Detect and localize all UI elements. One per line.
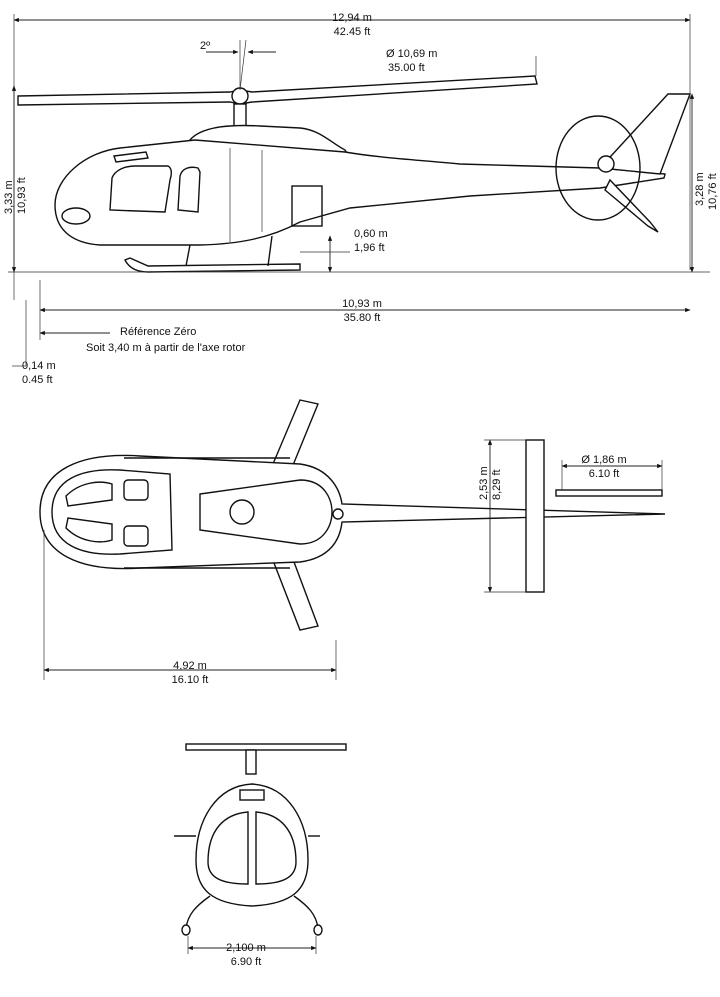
rotor-hub [231,87,249,105]
reference-zero-label: Référence Zéro [120,326,197,338]
tail-rotor-diameter-ft: 6.10 ft [588,468,620,480]
offset-ft: 0.45 ft [22,374,53,386]
tail-rotor-hub [597,155,615,173]
fuselage-plan [39,454,666,570]
skid-leg-left [185,895,211,929]
mast-front-view [245,749,257,775]
main-rotor-blade [17,75,538,106]
overall-length-m: 12,94 m [332,12,372,24]
stabilizer-span-m: 2,53 m [478,466,490,500]
height-front-m: 3,33 m [3,180,15,214]
ventral-fin [604,178,659,233]
rotor-blade-front-view [185,743,347,751]
height-tail-ft: 10,76 ft [707,173,719,210]
stabilizer-span-ft: 8,29 ft [491,469,503,500]
windshield-left [207,811,249,885]
fuselage [54,139,666,246]
offset-m: 0,14 m [22,360,56,372]
nose-to-rotor-ft: 16.10 ft [171,674,209,686]
height-tail-m: 3,28 m [694,172,706,206]
rear-door [291,185,323,227]
skid-leg-right [293,895,319,929]
chin-window [61,207,91,225]
skid-track-ft: 6.90 ft [230,956,262,968]
cabin-window-top [123,479,149,501]
rotor-hub-top [229,499,255,525]
tail-rotor-top [555,489,663,497]
skid-height-ft: 1,96 ft [354,242,385,254]
top-view [39,399,666,680]
skid-height-m: 0,60 m [354,228,388,240]
rotor-diameter-m: Ø 10,69 m [386,48,438,60]
rotor-diameter-ft: 35.00 ft [388,62,425,74]
engine-deck [199,479,333,545]
rotor-mast [233,103,247,129]
fuselage-length-m: 10,93 m [342,298,382,310]
cabin-front [195,783,309,907]
fuselage-length-ft: 35.80 ft [343,312,381,324]
landing-skid [124,257,301,273]
cabin-window-bottom [123,525,149,547]
tail-rotor-diameter-m: Ø 1,86 m [581,454,627,466]
height-front-ft: 10,93 ft [16,177,28,214]
horizontal-stabilizer [525,439,545,593]
side-window [177,166,201,213]
reference-note: Soit 3,40 m à partir de l'axe rotor [86,342,246,354]
skid-track-m: 2,100 m [226,942,266,954]
air-intake [239,789,265,801]
nose-to-rotor-m: 4,92 m [173,660,207,672]
roof-window [113,151,149,163]
rotor-tilt-label: 2º [200,40,211,52]
windshield-right [255,811,297,885]
side-view [8,14,710,367]
front-view [174,743,347,954]
overall-length-ft: 42.45 ft [333,26,371,38]
tail-rotor-disc [555,115,641,221]
windshield [109,165,173,213]
canopy [51,469,173,555]
